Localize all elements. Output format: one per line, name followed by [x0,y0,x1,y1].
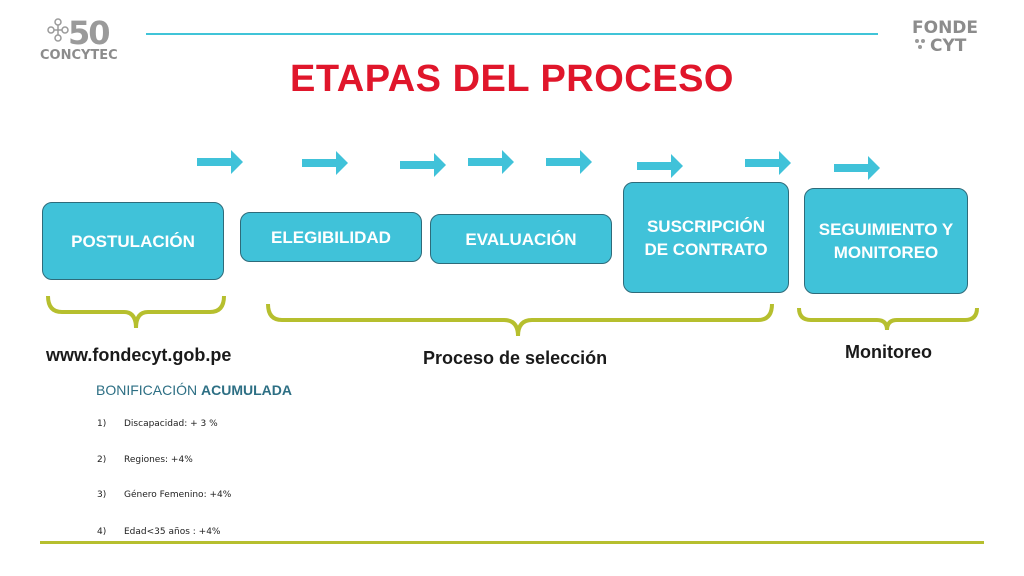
header-divider [146,33,878,35]
arrow-right-icon [400,153,446,177]
bonus-item-text: Discapacidad: + 3 % [124,419,218,429]
bonus-item: 1) Discapacidad: + 3 % [97,419,218,429]
bonus-item: 2) Regiones: +4% [97,455,193,465]
stage-suscripcion: SUSCRIPCIÓN DE CONTRATO [623,182,789,293]
bonus-item-text: Género Femenino: +4% [124,490,232,500]
arrow-right-icon [197,150,243,174]
arrow-right-icon [468,150,514,174]
bonus-title: BONIFICACIÓN ACUMULADA [96,382,292,398]
stage-evaluacion: EVALUACIÓN [430,214,612,264]
arrow-right-icon [745,151,791,175]
logo-anniversary-number: 50 [68,14,111,52]
group-label-seleccion: Proceso de selección [423,348,608,368]
molecule-icon [915,39,925,49]
brace-seleccion [266,303,774,337]
logo-fondecyt-top: FONDE [912,18,979,38]
arrow-right-icon [302,151,348,175]
page-title: ETAPAS DEL PROCESO [290,58,734,100]
bonus-item: 3) Género Femenino: +4% [97,490,231,500]
bonus-item-number: 2) [97,455,107,465]
stage-elegibilidad: ELEGIBILIDAD [240,212,422,262]
bonus-item-number: 1) [97,419,107,429]
website-link[interactable]: www.fondecyt.gob.pe [46,345,232,365]
logo-concytec-text: CONCYTEC [40,48,118,63]
bonus-item-text: Regiones: +4% [124,455,193,465]
stage-postulacion: POSTULACIÓN [42,202,224,280]
bonus-item-number: 4) [97,527,107,537]
logo-fondecyt-bottom: CYT [930,36,967,56]
arrow-right-icon [546,150,592,174]
footer-divider [40,541,984,544]
brace-postulacion [46,295,226,329]
bonus-item-number: 3) [97,490,107,500]
stage-seguimiento: SEGUIMIENTO Y MONITOREO [804,188,968,294]
bonus-title-bold: ACUMULADA [201,382,293,398]
bonus-item: 4) Edad<35 años : +4% [97,527,220,537]
group-label-monitoreo: Monitoreo [845,342,932,362]
arrow-right-icon [637,154,683,178]
bonus-title-prefix: BONIFICACIÓN [96,382,202,398]
molecule-icon [47,18,69,42]
fondecyt-logo: FONDE CYT [908,18,988,58]
concytec-logo: 50 CONCYTEC [40,14,130,66]
brace-monitoreo [797,307,979,331]
arrow-right-icon [834,156,880,180]
bonus-item-text: Edad<35 años : +4% [124,527,221,537]
